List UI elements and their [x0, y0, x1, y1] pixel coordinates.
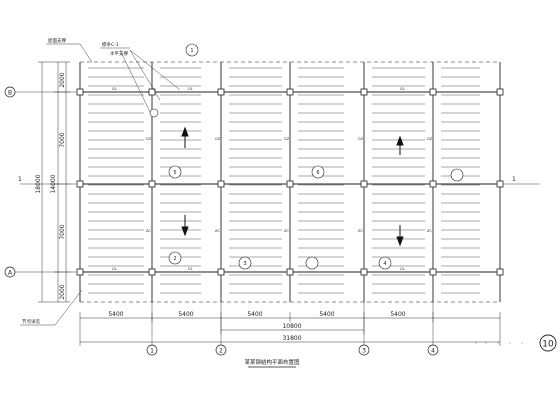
member-tag: GL: [400, 87, 405, 91]
column-marker: [429, 180, 437, 188]
column-marker: [286, 268, 294, 276]
svg-text:2: 2: [173, 256, 176, 262]
dim-bay-1: 5400: [178, 311, 193, 318]
detail-bubble-extra: [149, 108, 464, 270]
svg-text:5: 5: [173, 170, 176, 176]
column-marker: [496, 88, 504, 96]
column-marker: [217, 180, 225, 188]
axis-bubble-b: B: [4, 86, 16, 98]
dim-left-seg-0: 2000: [59, 72, 66, 87]
svg-text:2: 2: [219, 348, 223, 355]
member-tag: GZ: [146, 137, 152, 141]
detail-bubble-5: 5: [168, 165, 182, 179]
note-1: 屋面支撑: [48, 37, 66, 44]
note-leaders: [20, 43, 130, 326]
detail-bubble-4: 4: [378, 256, 392, 270]
column-marker: [76, 180, 84, 188]
svg-text:A: A: [8, 270, 13, 277]
member-tag: GL: [188, 87, 193, 91]
column-marker: [76, 88, 84, 96]
svg-text:1: 1: [190, 48, 193, 54]
member-tag: GL: [188, 267, 193, 271]
svg-text:3: 3: [243, 261, 246, 267]
member-tag: ZC: [358, 229, 363, 233]
member-tag: GZ: [427, 137, 433, 141]
member-tag: ZC: [427, 229, 432, 233]
member-tag: ZC: [284, 229, 289, 233]
sheet-dotted-leader: [475, 342, 523, 344]
member-tag: GZ: [358, 137, 364, 141]
svg-text:1: 1: [150, 348, 154, 355]
axis-bubble-3: 3: [358, 344, 370, 356]
dim-bay-0: 5400: [108, 311, 123, 318]
column-marker: [360, 268, 368, 276]
dim-left-seg-2: 7000: [59, 224, 66, 239]
detail-bubble-3: 3: [238, 256, 252, 270]
column-marker: [496, 268, 504, 276]
note-4: 节点详见: [22, 318, 40, 325]
column-marker: [148, 268, 156, 276]
note-3: 水平支撑: [110, 50, 128, 57]
axis-extensions: [14, 91, 540, 345]
bracing: [119, 49, 181, 113]
detail-bubble-2: 2: [168, 251, 182, 265]
dim-bay-2: 5400: [247, 311, 262, 318]
dim-left-total-1: 18000: [35, 174, 42, 193]
member-tag: ZC: [146, 229, 151, 233]
svg-text:4: 4: [383, 261, 386, 267]
column-marker: [496, 180, 504, 188]
dim-bay-4: 5400: [390, 311, 405, 318]
column-marker: [286, 180, 294, 188]
column-marker: [76, 268, 84, 276]
member-tag: GL: [112, 267, 117, 271]
member-tag: GZ: [284, 137, 290, 141]
dim-bay-3: 5400: [319, 311, 334, 318]
axis-bubble-1: 1: [146, 344, 158, 356]
column-marker: [429, 88, 437, 96]
detail-bubble-1: 1: [185, 43, 199, 57]
detail-bubble-6: 6: [311, 165, 325, 179]
column-marker: [217, 88, 225, 96]
column-marker: [286, 88, 294, 96]
column-marker: [360, 88, 368, 96]
note-2: 檩条C-1: [102, 41, 119, 48]
member-tag: GL: [112, 87, 117, 91]
axis-bubble-4: 4: [427, 344, 439, 356]
svg-text:6: 6: [316, 170, 319, 176]
dim-left-total-2: 14000: [50, 174, 57, 193]
slope-arrows: [181, 126, 404, 247]
member-tag: ZC: [215, 229, 220, 233]
purlin-lines: [88, 67, 480, 294]
column-marker: [148, 180, 156, 188]
section-mark-right: 1: [512, 176, 516, 183]
dim-left-seg-1: 7000: [59, 132, 66, 147]
member-tags: GL GL GL GL GL GL GZ GZ GZ GZ GZ ZC ZC ZC ZC ZC: [112, 87, 433, 271]
dim-overall: 31800: [282, 335, 301, 342]
sheet-number-badge: 10: [539, 334, 557, 352]
svg-text:10: 10: [542, 340, 554, 350]
axis-bubble-a: A: [4, 266, 16, 278]
axis-bubble-2: 2: [215, 344, 227, 356]
column-marker: [360, 180, 368, 188]
member-tag: GZ: [215, 137, 221, 141]
column-marker: [429, 268, 437, 276]
left-dimensions: [38, 61, 70, 303]
svg-text:3: 3: [362, 348, 366, 355]
column-marker: [217, 268, 225, 276]
svg-text:4: 4: [431, 348, 435, 355]
svg-text:B: B: [8, 90, 12, 97]
dim-span-10800: 10800: [282, 323, 301, 330]
drawing-title: 某某钢结构平面布置图: [244, 358, 300, 366]
section-mark-left: 1: [18, 176, 22, 183]
bottom-dimensions: [79, 312, 501, 346]
member-tag: GL: [400, 267, 405, 271]
columns: [76, 88, 504, 276]
dim-left-seg-3: 2000: [59, 284, 66, 299]
